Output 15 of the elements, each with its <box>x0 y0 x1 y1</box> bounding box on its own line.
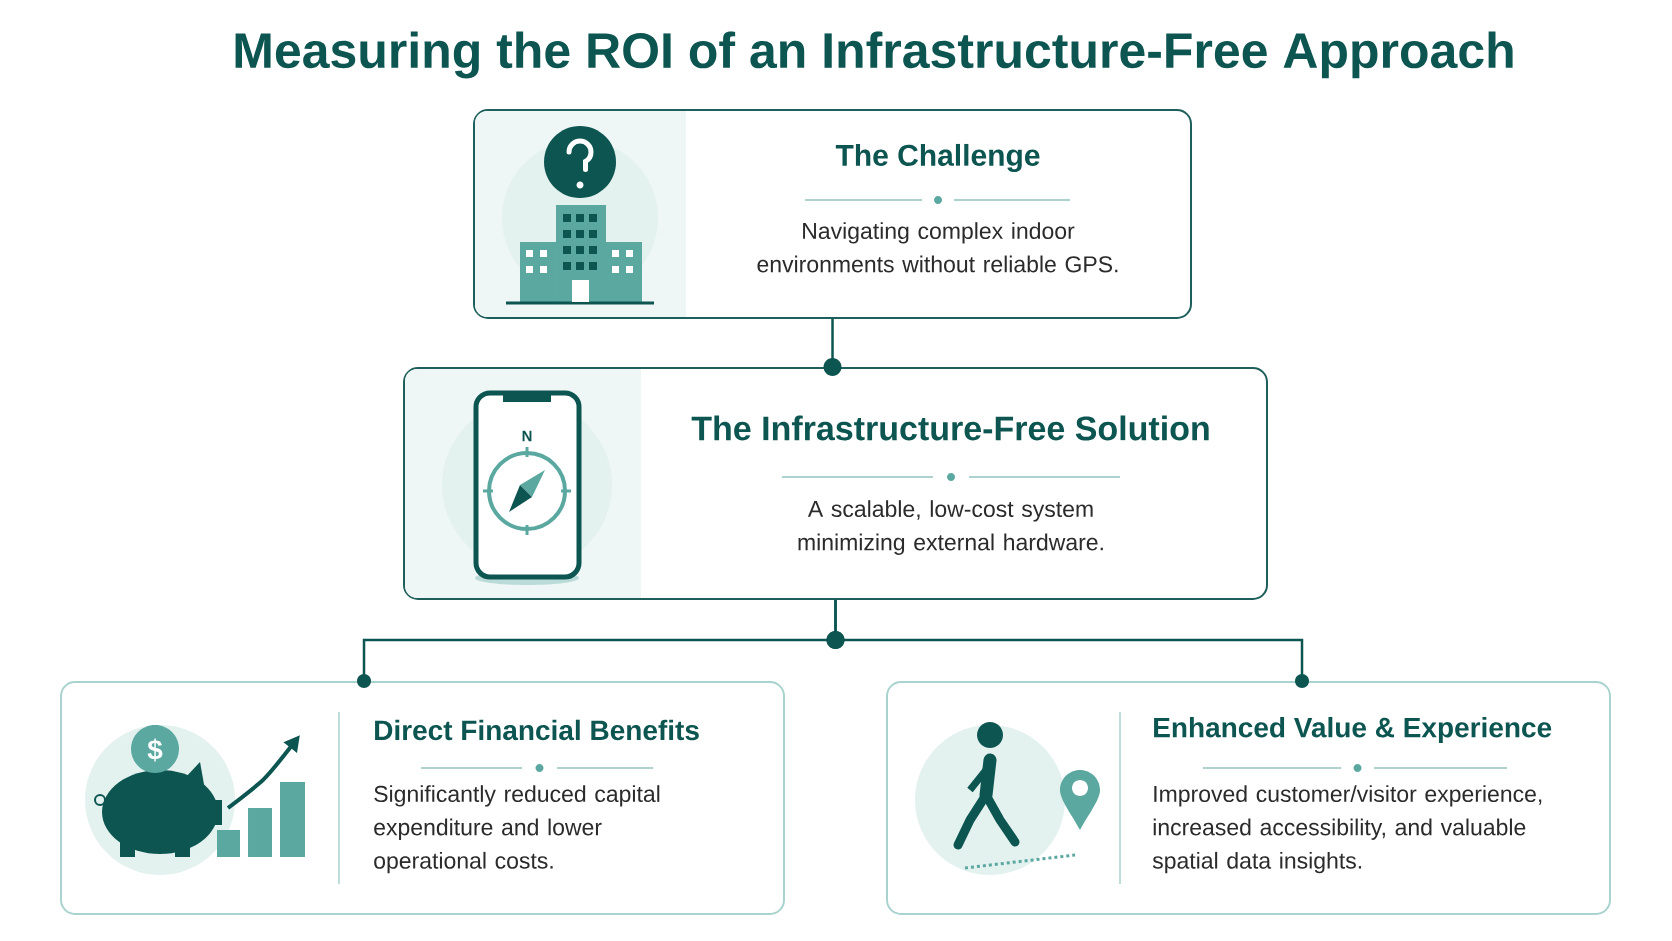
card-text: A scalable, low-cost system minimizing external hardware. <box>798 500 1103 555</box>
card-heading: Enhanced Value & Experience <box>1154 716 1552 744</box>
compass-letter: N <box>522 430 532 442</box>
card-text: Navigating complex indoor environments without reliable GPS. <box>757 222 1118 273</box>
dollar-sign: $ <box>147 738 163 762</box>
card-heading: Direct Financial Benefits <box>375 719 699 741</box>
connector <box>823 319 842 376</box>
card <box>60 681 785 915</box>
card-heading: The Challenge <box>835 143 1040 173</box>
card-text: Significantly reduced capital expenditure and lower operational costs. <box>374 785 660 874</box>
title: Measuring the ROI of an Infrastructure-Free Approach <box>235 31 1513 79</box>
card-text: Improved customer/visitor experience, increased accessibility, and valuable spatial data insights. <box>1152 785 1542 874</box>
connector <box>826 600 1309 688</box>
card-heading: The Infrastructure-Free Solution <box>691 415 1209 441</box>
card <box>886 681 1611 915</box>
